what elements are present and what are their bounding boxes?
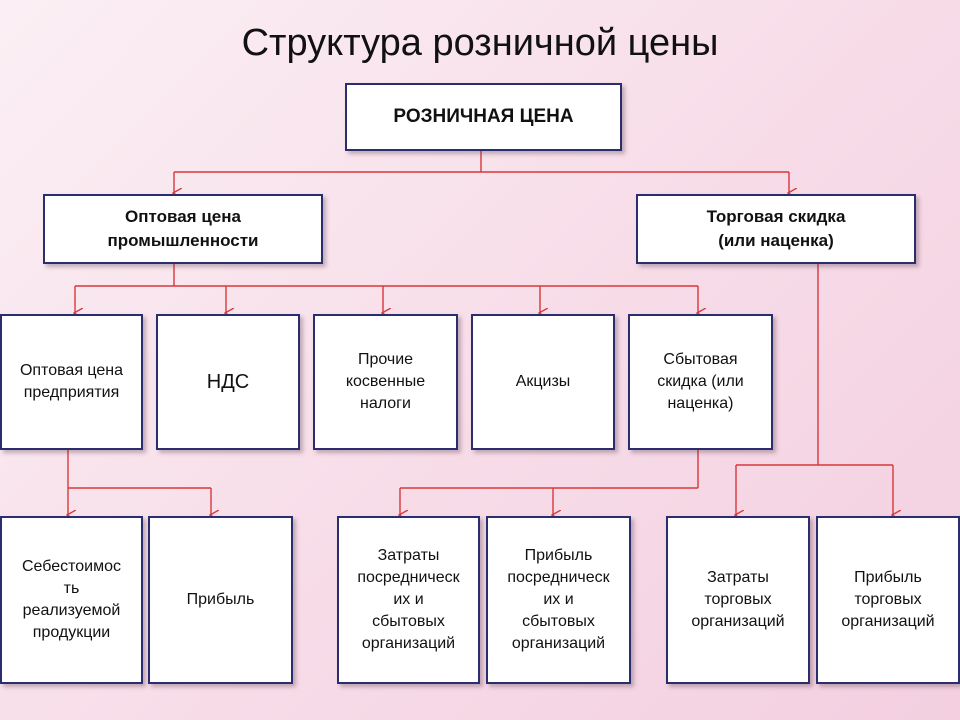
other-taxes-label: Прочие косвенные налоги	[345, 351, 426, 412]
wholesale-industry-label: Оптовая цена промышленности	[107, 207, 259, 250]
intermediary-profit-label: Прибыль посредническ их и сбытовых орган…	[507, 547, 610, 652]
box-trade-discount: Торговая скидка (или наценка)	[636, 194, 916, 264]
box-cost-of-goods: Себестоимос ть реализуемой продукции	[0, 516, 143, 684]
cost-label: Себестоимос ть реализуемой продукции	[21, 558, 122, 641]
vat-label: НДС	[206, 371, 250, 393]
trade-profit-label: Прибыль торговых организаций	[841, 569, 935, 630]
box-wholesale-industry-price: Оптовая цена промышленности	[43, 194, 323, 264]
box-trade-profit: Прибыль торговых организаций	[816, 516, 960, 684]
box-trade-costs: Затраты торговых организаций	[666, 516, 810, 684]
box-sales-discount: Сбытовая скидка (или наценка)	[628, 314, 773, 450]
page-title: Структура розничной цены	[241, 22, 719, 64]
trade-costs-label: Затраты торговых организаций	[691, 569, 785, 630]
root-label: РОЗНИЧНАЯ ЦЕНА	[393, 106, 574, 127]
box-intermediary-costs: Затраты посредническ их и сбытовых орган…	[337, 516, 480, 684]
excise-label: Акцизы	[515, 373, 571, 390]
sales-discount-label: Сбытовая скидка (или наценка)	[657, 351, 744, 412]
box-excise: Акцизы	[471, 314, 615, 450]
box-other-indirect-taxes: Прочие косвенные налоги	[313, 314, 458, 450]
box-vat: НДС	[156, 314, 300, 450]
wholesale-enterprise-label: Оптовая цена предприятия	[19, 362, 124, 401]
intermediary-costs-label: Затраты посредническ их и сбытовых орган…	[357, 547, 460, 652]
root-box-retail-price: РОЗНИЧНАЯ ЦЕНА	[345, 83, 622, 151]
profit-label: Прибыль	[186, 591, 255, 608]
box-profit: Прибыль	[148, 516, 293, 684]
box-wholesale-enterprise-price: Оптовая цена предприятия	[0, 314, 143, 450]
box-intermediary-profit: Прибыль посредническ их и сбытовых орган…	[486, 516, 631, 684]
trade-discount-label: Торговая скидка (или наценка)	[706, 207, 846, 250]
